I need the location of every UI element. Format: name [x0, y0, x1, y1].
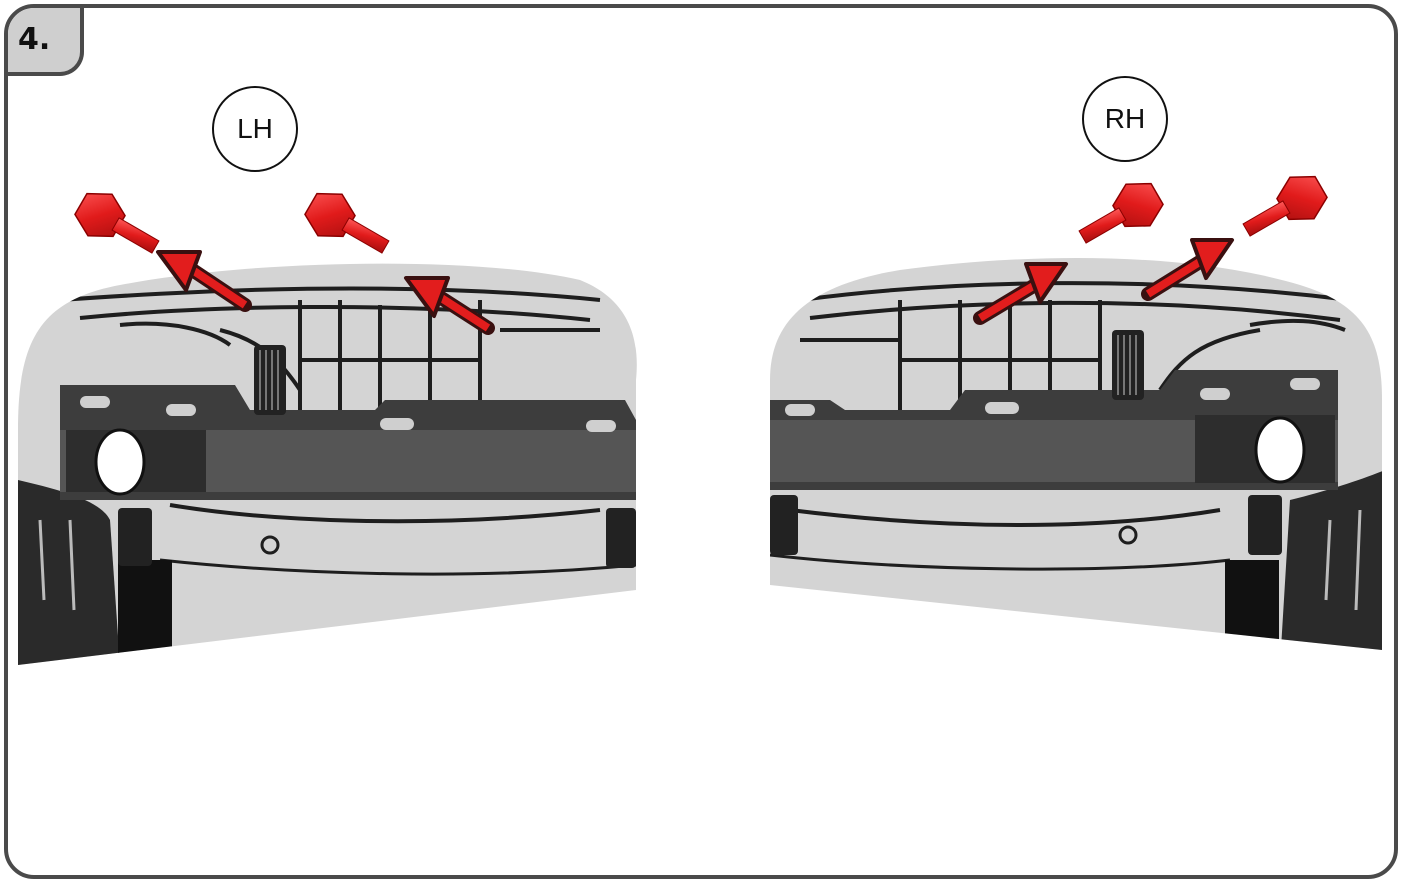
left-hand-side-label: LH [212, 86, 298, 172]
bolt-icon-4 [1235, 166, 1333, 251]
bolt-icon-3 [1071, 173, 1169, 258]
left-bumper-view [18, 250, 638, 670]
right-bumper-view [770, 250, 1385, 665]
bolt-icon-2 [299, 183, 397, 268]
bolt-icon-1 [69, 183, 167, 268]
right-hand-side-label: RH [1082, 76, 1168, 162]
